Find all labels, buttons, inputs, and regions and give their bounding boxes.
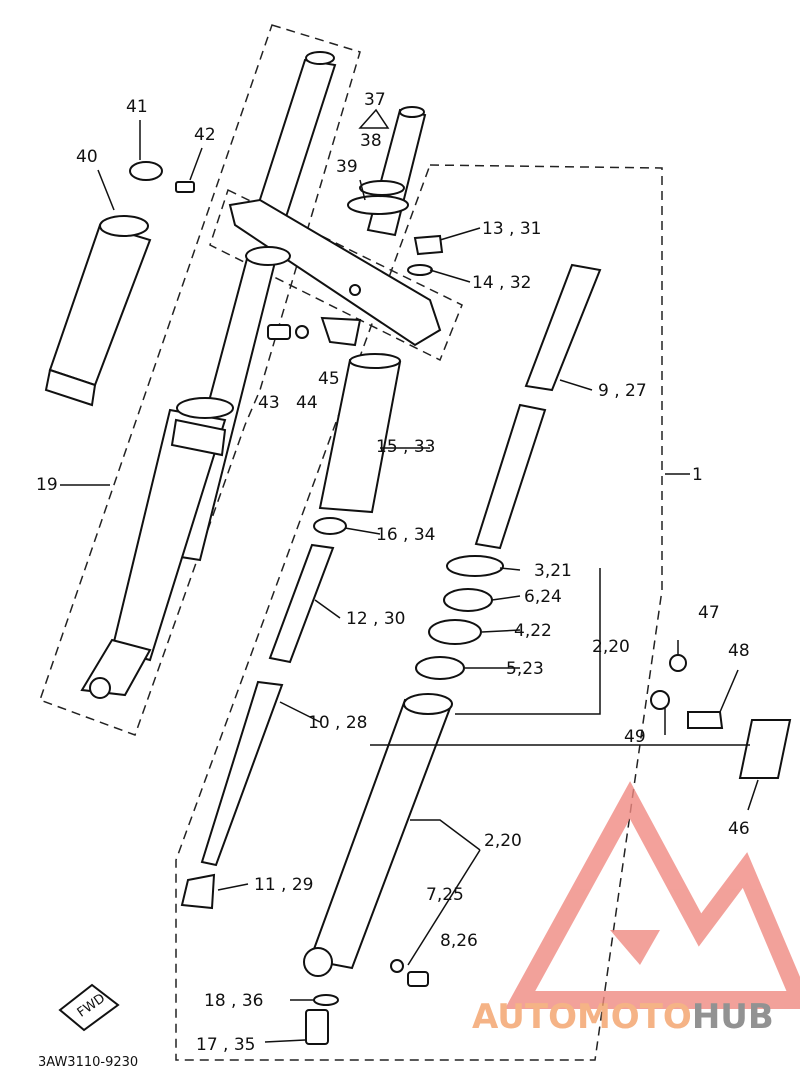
label-5-23: 5,23 bbox=[506, 659, 544, 679]
bushing-5 bbox=[415, 656, 465, 680]
clamp-41 bbox=[129, 161, 163, 181]
label-3-21: 3,21 bbox=[534, 561, 572, 581]
damper-rod-10 bbox=[200, 680, 284, 867]
automotohub-watermark: AUTOMOTOHUB bbox=[472, 781, 800, 1037]
fork-boot-40 bbox=[44, 215, 152, 407]
label-6-24: 6,24 bbox=[524, 587, 562, 607]
label-48: 48 bbox=[728, 641, 750, 661]
gasket-18 bbox=[313, 994, 339, 1006]
fork-spring-9-lower bbox=[474, 403, 547, 550]
watermark-logo-mark bbox=[504, 781, 800, 1009]
label-46: 46 bbox=[728, 819, 750, 839]
spring-12 bbox=[268, 543, 335, 664]
holder-45 bbox=[320, 316, 362, 347]
label-18-36: 18 , 36 bbox=[204, 991, 263, 1011]
label-9-27: 9 , 27 bbox=[598, 381, 647, 401]
label-44: 44 bbox=[296, 393, 318, 413]
bolt-42 bbox=[175, 181, 195, 193]
label-47: 47 bbox=[698, 603, 720, 623]
reflector-46 bbox=[738, 719, 792, 779]
seat-16 bbox=[313, 517, 347, 535]
label-10-28: 10 , 28 bbox=[308, 713, 367, 733]
group-19-boundary bbox=[39, 24, 361, 736]
label-19: 19 bbox=[36, 475, 58, 495]
label-1: 1 bbox=[692, 465, 703, 485]
label-49: 49 bbox=[624, 727, 646, 747]
bolt-43 bbox=[267, 324, 291, 340]
watermark-brand-hub: HUB bbox=[692, 997, 774, 1037]
seal-4 bbox=[428, 619, 482, 645]
washer-7 bbox=[390, 959, 404, 973]
leader-lines bbox=[60, 108, 759, 1043]
washer-44 bbox=[295, 325, 309, 339]
label-37: 37 bbox=[364, 90, 386, 110]
label-42: 42 bbox=[194, 125, 216, 145]
label-7-25: 7,25 bbox=[426, 885, 464, 905]
clip-3 bbox=[446, 555, 504, 577]
label-8-26: 8,26 bbox=[440, 931, 478, 951]
fwd-arrow: FWD bbox=[58, 983, 120, 1032]
stay-48 bbox=[687, 711, 724, 729]
label-2-20-a: 2,20 bbox=[592, 637, 630, 657]
nut-47 bbox=[669, 654, 687, 672]
label-4-22: 4,22 bbox=[514, 621, 552, 641]
svg-text:AUTOMOTOHUB: AUTOMOTOHUB bbox=[472, 997, 774, 1037]
bolt-8 bbox=[407, 971, 429, 987]
group-1-boundary bbox=[175, 164, 663, 1061]
bolt-17 bbox=[305, 1009, 329, 1045]
label-13-31: 13 , 31 bbox=[482, 219, 541, 239]
label-40: 40 bbox=[76, 147, 98, 167]
bracket-boundary bbox=[209, 188, 463, 362]
o-ring-14 bbox=[407, 264, 433, 276]
diagram-code: 3AW3110-9230 bbox=[38, 1055, 138, 1070]
label-2-20-b: 2,20 bbox=[484, 831, 522, 851]
label-17-35: 17 , 35 bbox=[196, 1035, 255, 1055]
fork-spring-9-upper bbox=[524, 263, 602, 392]
piece-11 bbox=[180, 873, 216, 910]
label-41: 41 bbox=[126, 97, 148, 117]
label-39: 39 bbox=[336, 157, 358, 177]
label-38: 38 bbox=[360, 131, 382, 151]
label-15-33: 15 , 33 bbox=[376, 437, 435, 457]
label-43: 43 bbox=[258, 393, 280, 413]
label-12-30: 12 , 30 bbox=[346, 609, 405, 629]
label-45: 45 bbox=[318, 369, 340, 389]
bolt-49 bbox=[650, 690, 670, 710]
outer-tube-2 bbox=[303, 693, 453, 977]
watermark-brand-automoto: AUTOMOTO bbox=[472, 997, 692, 1037]
seal-6 bbox=[443, 588, 493, 612]
cap-bolt-13 bbox=[413, 234, 444, 256]
upper-bracket bbox=[228, 106, 442, 347]
left-fork-assembly bbox=[80, 51, 337, 699]
label-14-32: 14 , 32 bbox=[472, 273, 531, 293]
label-16-34: 16 , 34 bbox=[376, 525, 435, 545]
label-11-29: 11 , 29 bbox=[254, 875, 313, 895]
